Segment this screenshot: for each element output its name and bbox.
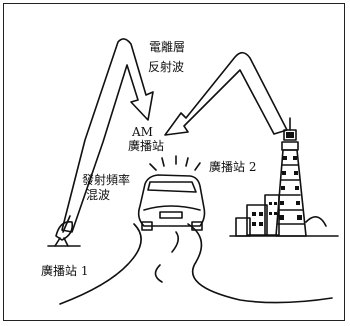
station-1-label: 廣播站 1 [41, 264, 88, 278]
tower-hatching [252, 132, 302, 226]
am-station-label: 廣播站 [128, 139, 164, 153]
station-2-label: 廣播站 2 [209, 160, 256, 174]
ionosphere-label: 電離層 [149, 40, 185, 54]
transmit-frequency-label: 發射頻率 [82, 173, 130, 187]
reflected-wave-label: 反射波 [148, 60, 184, 74]
car [139, 156, 205, 230]
mixing-label: 混波 [86, 188, 110, 202]
am-label: AM [132, 125, 153, 139]
